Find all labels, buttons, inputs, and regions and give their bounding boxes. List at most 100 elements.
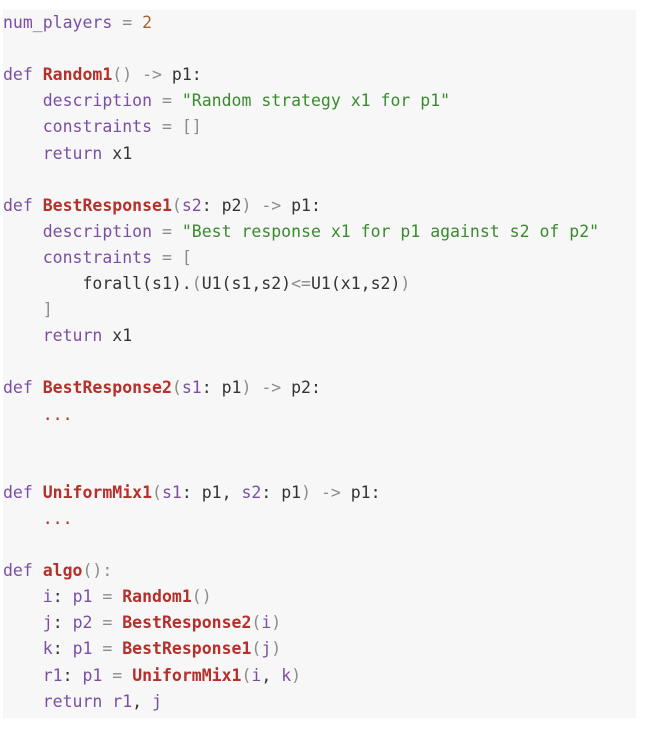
code-token: p1 (72, 587, 93, 607)
code-token: = (92, 613, 123, 633)
code-token: ) -> (241, 378, 292, 398)
code-token: 2 (142, 13, 153, 32)
code-token: ) (271, 639, 282, 659)
code-token: s1 (181, 378, 202, 398)
code-token: ) -> (301, 482, 351, 502)
code-token: ( (171, 378, 182, 398)
code-token: i (261, 613, 272, 633)
code-token: = (152, 221, 182, 241)
code-line: return r1, j (3, 689, 162, 715)
code-line: description = "Best response x1 for p1 a… (3, 219, 599, 245)
code-token: def (3, 482, 43, 502)
code-token: ( (171, 195, 182, 215)
code-token: p2 (72, 613, 93, 633)
code-token: () (191, 587, 212, 607)
code-token: ... (42, 404, 73, 424)
code-token: : (52, 587, 73, 607)
code-token: : (62, 665, 83, 685)
code-token: "Best response x1 for p1 against s2 of p… (181, 221, 600, 241)
code-token: ( (251, 639, 262, 659)
code-token: ... (42, 508, 73, 528)
code-token: = (112, 13, 143, 32)
code-token: description (42, 221, 153, 241)
code-token: BestResponse2 (42, 378, 172, 398)
code-token (3, 639, 43, 658)
code-token (3, 300, 43, 319)
code-line: constraints = [] (3, 114, 202, 140)
code-line: def UniformMix1(s1: p1, s2: p1) -> p1: (3, 480, 381, 506)
code-token: s2 (181, 195, 202, 215)
code-line: j: p2 = BestResponse2(i) (3, 610, 281, 636)
code-token: j (261, 639, 272, 659)
code-token: = (102, 665, 133, 685)
code-token: def (3, 65, 43, 85)
code-token: j (152, 691, 162, 711)
code-line: return x1 (3, 141, 132, 167)
code-token: i (251, 665, 262, 685)
code-token: ( (191, 274, 202, 293)
code-token: = [ (152, 247, 192, 267)
code-token: ( (251, 613, 262, 633)
code-token: s1 (161, 482, 182, 502)
code-token: U1(x1,s2) (310, 274, 401, 293)
code-line: def Random1() -> p1: (3, 62, 202, 88)
code-token: p1: (171, 65, 202, 85)
code-token: : p2 (201, 195, 242, 215)
code-token: i (42, 587, 53, 607)
code-token: (): (82, 561, 113, 581)
code-token (3, 692, 43, 711)
code-token: = (92, 587, 123, 607)
code-token: constraints (42, 117, 153, 137)
code-token: ] (42, 300, 53, 320)
code-token: return (42, 143, 113, 163)
code-token: U1(s1,s2) (201, 274, 292, 293)
code-line: ... (3, 402, 73, 428)
code-token: "Random strategy x1 for p1" (181, 91, 451, 111)
code-token (3, 666, 43, 685)
code-token: p1: (350, 482, 381, 502)
code-token: k (281, 665, 292, 685)
code-token: = (152, 91, 182, 111)
code-token (3, 613, 43, 632)
code-token: return (42, 326, 113, 346)
code-token: x1 (112, 326, 133, 346)
code-token: Random1 (122, 587, 192, 607)
code-token (3, 326, 43, 345)
code-line: ... (3, 506, 73, 532)
code-token: BestResponse1 (122, 639, 252, 659)
code-token: ( (241, 665, 252, 685)
code-line: i: p1 = Random1() (3, 584, 212, 610)
code-token: : p1 (261, 482, 302, 502)
code-token: forall(s1). (3, 274, 192, 293)
code-token: def (3, 378, 43, 398)
code-token: () -> (112, 65, 172, 85)
code-token: <= (291, 274, 311, 293)
code-token: BestResponse2 (122, 613, 252, 633)
code-token: ) -> (241, 195, 292, 215)
code-token: return (42, 691, 113, 711)
code-token (3, 91, 43, 110)
code-token: r1 (112, 691, 133, 711)
code-line: k: p1 = BestResponse1(j) (3, 636, 281, 662)
code-token: : (52, 639, 73, 659)
code-token (3, 248, 43, 267)
code-line: def algo(): (3, 558, 112, 584)
code-token: x1 (112, 143, 133, 163)
code-line: forall(s1).(U1(s1,s2)<=U1(x1,s2)) (3, 271, 410, 297)
code-line: constraints = [ (3, 245, 192, 271)
code-token: ) (291, 665, 302, 685)
code-token: : p1, (181, 482, 242, 502)
code-token: , (261, 665, 282, 685)
code-token: def (3, 561, 43, 581)
code-line: return x1 (3, 323, 132, 349)
code-token: algo (42, 561, 83, 581)
code-token: j (42, 613, 53, 633)
code-token: constraints (42, 247, 153, 267)
code-line: def BestResponse1(s2: p2) -> p1: (3, 193, 321, 219)
code-token: = (92, 639, 123, 659)
code-token: p1: (291, 195, 321, 215)
code-token: , (132, 691, 153, 711)
code-token: BestResponse1 (42, 195, 172, 215)
code-token: Random1 (42, 65, 113, 85)
code-line: description = "Random strategy x1 for p1… (3, 88, 450, 114)
